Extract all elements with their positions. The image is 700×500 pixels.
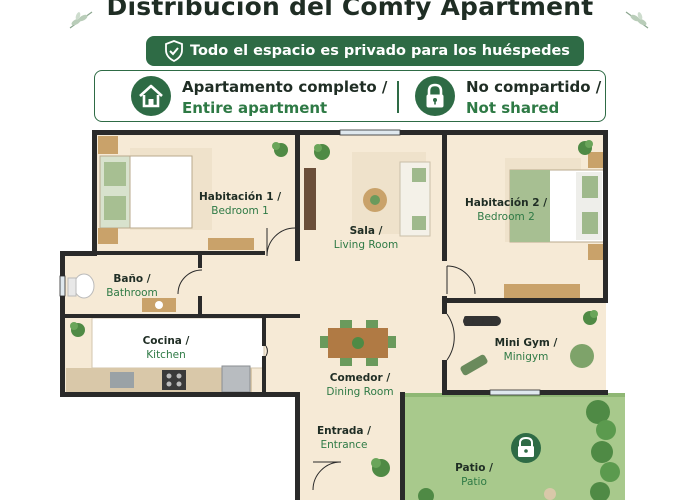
- badge-separator: [397, 81, 399, 113]
- door-swings: [177, 227, 476, 491]
- bedroom1-bed: [98, 136, 254, 250]
- living-sofa: [304, 161, 431, 237]
- lock-icon: [426, 83, 444, 108]
- label-patio: Patio / Patio: [455, 462, 493, 488]
- bathroom-fixtures: [67, 273, 176, 312]
- page-title: Distribución del Comfy Apartment: [106, 0, 594, 21]
- badge-entire-line2: Entire apartment: [182, 99, 328, 117]
- windows: [59, 129, 541, 396]
- label-bathroom: Baño / Bathroom: [106, 273, 158, 299]
- badge-circle: [415, 76, 455, 116]
- label-dining-room: Comedor / Dining Room: [326, 372, 394, 398]
- bedroom2-bed: [504, 152, 605, 298]
- label-entrance: Entrada / Entrance: [316, 425, 372, 451]
- banner-text: Todo el espacio es privado para los hués…: [190, 43, 570, 59]
- badge-circle: [131, 76, 171, 116]
- label-bedroom1: Habitación 1 / Bedroom 1: [198, 191, 282, 217]
- label-minigym: Mini Gym / Minigym: [494, 337, 558, 363]
- label-living-room: Sala / Living Room: [333, 225, 399, 251]
- badge-entire-line1: Apartamento completo /: [182, 78, 388, 96]
- patio-lock-icon: [511, 433, 541, 463]
- privacy-banner: Todo el espacio es privado para los hués…: [146, 36, 584, 66]
- shield-check-icon: [165, 40, 183, 62]
- badge-notshared-line2: Not shared: [466, 99, 560, 117]
- badges-box: Apartamento completo / Entire apartment …: [94, 70, 606, 122]
- minigym-equipment: [460, 316, 594, 376]
- home-icon: [139, 84, 163, 108]
- label-kitchen: Cocina / Kitchen: [142, 335, 190, 361]
- label-bedroom2: Habitación 2 / Bedroom 2: [464, 197, 548, 223]
- dining-table: [320, 320, 396, 366]
- plant-icons: [70, 140, 620, 500]
- leaf-decoration-icon: [625, 11, 649, 29]
- badge-notshared-line1: No compartido /: [466, 78, 602, 96]
- leaf-decoration-icon: [69, 11, 93, 29]
